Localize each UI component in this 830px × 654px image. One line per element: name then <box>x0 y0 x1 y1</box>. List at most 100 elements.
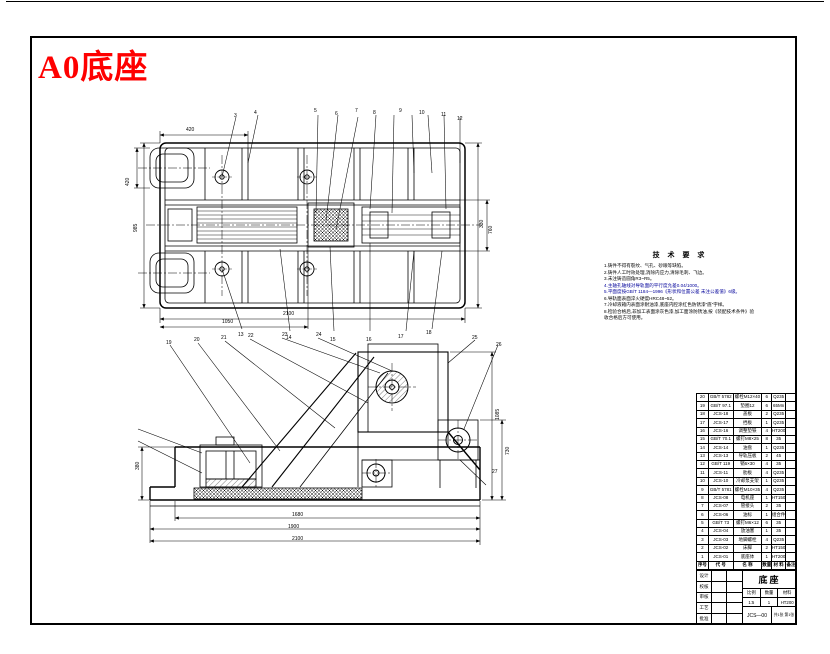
parts-list-header-cell: 材 料 <box>772 561 787 569</box>
parts-list-cell: 螺栓M10×35 <box>734 486 763 494</box>
parts-list-cell: Q235 <box>773 419 787 427</box>
parts-list-cell: JCS-14 <box>709 444 734 452</box>
parts-list-cell <box>786 469 796 476</box>
title-block-sign-rows: 设计校核审核工艺批准 <box>697 571 743 624</box>
drawing-frame <box>30 36 797 625</box>
parts-list-cell: Q235 <box>773 410 787 419</box>
parts-list-cell: JCS-02 <box>709 544 734 553</box>
parts-list-cell <box>786 486 796 493</box>
front-view-outline <box>149 431 481 501</box>
parts-list-cell: 销6×30 <box>734 461 763 469</box>
drawing-number: JCS—00 <box>743 607 772 624</box>
top-view-drawing <box>134 114 490 332</box>
title-block-sign-row: 批准 <box>697 614 742 624</box>
parts-list-cell: 1 <box>762 419 773 427</box>
parts-list-cell: 管接头 <box>734 502 763 511</box>
parts-list-cell: 3 <box>697 536 709 544</box>
parts-list-cell <box>786 444 796 451</box>
parts-list-header-cell: 名 称 <box>734 561 763 569</box>
parts-list-cell: JCS-06 <box>709 511 734 519</box>
parts-list-cell: 14 <box>697 444 709 452</box>
parts-list-cell <box>786 545 796 552</box>
parts-list-cell: 35 <box>772 528 787 536</box>
parts-list-cell: Q235 <box>773 477 787 486</box>
top-view-dimensions <box>134 131 490 329</box>
parts-list-cell: 4 <box>762 461 773 469</box>
parts-list-cell: 45 <box>772 452 787 460</box>
parts-list-cell <box>786 503 796 510</box>
parts-list-cell: 6 <box>762 394 773 402</box>
parts-list-cell: 油标 <box>734 511 763 519</box>
parts-list-cell: 垫圈12 <box>734 402 763 410</box>
parts-list-cell: 冷却泵支架 <box>734 477 763 486</box>
tech-requirements-heading: 技 术 要 求 <box>652 252 708 259</box>
title-block-sign-row: 审核 <box>697 592 742 604</box>
title-block-cell <box>712 592 727 603</box>
title-block-meta-labels: 比例 数量 材料 <box>743 589 796 598</box>
parts-list-cell: GB/T 5781 <box>709 486 734 494</box>
parts-list-cell: 导轨压板 <box>734 452 763 460</box>
parts-list-cell: JCS-17 <box>709 419 734 427</box>
parts-list-cell: Q235 <box>773 536 787 544</box>
parts-list-cell: Q235 <box>773 469 787 477</box>
parts-list-cell: 13 <box>697 452 709 460</box>
parts-list-cell: Q235 <box>773 394 787 402</box>
title-block-cell: 审核 <box>697 592 712 603</box>
title-block-sign-row: 设计 <box>697 571 742 582</box>
parts-list-cell: 4 <box>762 486 773 494</box>
front-view-leader-lines <box>137 337 499 486</box>
tech-requirement-line: 7.冷却液箱内表面涂耐油漆,底座内腔涂红色防锈漆“底”字样。 <box>604 302 728 307</box>
parts-list-cell: HT200 <box>772 427 787 435</box>
parts-list-cell: 放油塞 <box>734 528 763 536</box>
parts-list-header: 序号代 号名 称数量材 料备注 <box>697 561 796 569</box>
parts-list-cell: GB/T 5782 <box>709 394 734 402</box>
front-view-circles <box>366 370 471 483</box>
parts-list-cell: 9 <box>697 486 709 494</box>
parts-list-cell: 螺栓M12×40 <box>734 394 763 402</box>
parts-list-cell: 8 <box>762 435 773 444</box>
title-block-cell <box>727 593 742 603</box>
parts-list-cell: JCS-08 <box>709 494 734 502</box>
parts-list-cell: HT200 <box>772 553 787 561</box>
title-block-cell <box>712 581 727 592</box>
parts-list-cell: 螺钉M6×12 <box>734 519 763 527</box>
parts-list-cell: JCS-04 <box>709 528 734 536</box>
parts-list-cell: 1 <box>762 494 773 502</box>
part-name: 底座 <box>743 571 796 589</box>
parts-list-cell: GB/T 97.1 <box>709 402 734 410</box>
parts-list-cell <box>786 511 796 518</box>
qty-value: 1 <box>761 598 779 606</box>
parts-list-cell <box>786 419 796 426</box>
front-view-dimensions <box>138 351 506 545</box>
parts-list-cell: 5 <box>697 519 709 527</box>
title-block-cell: 工艺 <box>697 603 712 614</box>
material-label: 材料 <box>782 590 792 595</box>
parts-list-cell: JCS-01 <box>709 553 734 561</box>
scale-label: 比例 <box>743 589 761 597</box>
parts-list-cell: 19 <box>697 402 709 410</box>
parts-list-cell <box>786 428 796 435</box>
parts-list-cell: 1 <box>697 553 709 561</box>
title-block-cell <box>712 571 727 581</box>
qty-label: 数量 <box>761 589 779 597</box>
parts-list-cell: 1 <box>762 477 773 486</box>
top-view-walls <box>149 147 461 304</box>
title-block: 设计校核审核工艺批准 底座 比例 数量 材料 1:5 1 HT200 JCS—0… <box>696 570 797 625</box>
top-view-body <box>159 142 466 309</box>
parts-list-cell <box>786 402 796 409</box>
parts-list-cell: 35 <box>772 435 787 444</box>
parts-list-cell <box>786 528 796 535</box>
parts-list-cell: 床脚 <box>734 544 763 553</box>
parts-list-cell: 16 <box>697 427 709 435</box>
top-view-hatch-block <box>313 208 349 242</box>
parts-list-cell: 地脚螺栓 <box>734 536 763 544</box>
